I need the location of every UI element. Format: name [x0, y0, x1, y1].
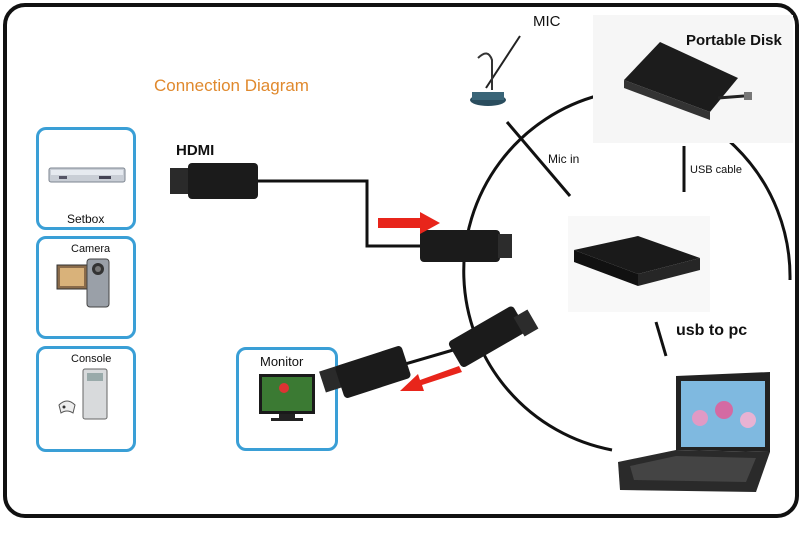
hdmi-input-cable: [258, 179, 430, 248]
setbox-card: Setbox: [36, 127, 136, 230]
mic-in-label: Mic in: [548, 152, 580, 166]
hdmi-plug-left: [170, 163, 258, 199]
usb-cable-label: USB cable: [690, 164, 742, 176]
mic-label: MIC: [533, 13, 561, 30]
hdmi-label: HDMI: [176, 142, 215, 159]
console-icon: [58, 368, 108, 420]
portable-disk-label: Portable Disk: [686, 32, 782, 49]
camera-label: Camera: [71, 243, 111, 255]
camera-icon: [56, 258, 110, 308]
hdmi-plug-capture-in: [420, 230, 512, 262]
mic-in-line: [505, 121, 572, 197]
console-label: Console: [71, 353, 112, 365]
portable-disk-icon: [593, 15, 793, 143]
monitor-icon: [259, 374, 315, 421]
console-card: Console: [36, 346, 136, 452]
output-arrow: [400, 366, 462, 391]
connection-circle-left: [462, 93, 613, 452]
setbox-icon: [48, 167, 126, 183]
hdmi-plug-monitor: [319, 346, 411, 398]
input-arrow: [378, 212, 440, 234]
hdmi-plug-capture-out: [448, 306, 539, 368]
camera-card: Camera: [36, 236, 136, 339]
usb-to-pc-line: [654, 321, 668, 357]
microphone-icon: [470, 35, 521, 106]
capture-box-icon: [568, 216, 710, 312]
monitor-card: [236, 347, 338, 451]
diagram-title: Connection Diagram: [154, 76, 309, 95]
monitor-label: Monitor: [260, 354, 304, 369]
laptop-icon: [618, 372, 770, 492]
setbox-label: Setbox: [67, 212, 105, 226]
usb-to-pc-label: usb to pc: [676, 322, 748, 339]
